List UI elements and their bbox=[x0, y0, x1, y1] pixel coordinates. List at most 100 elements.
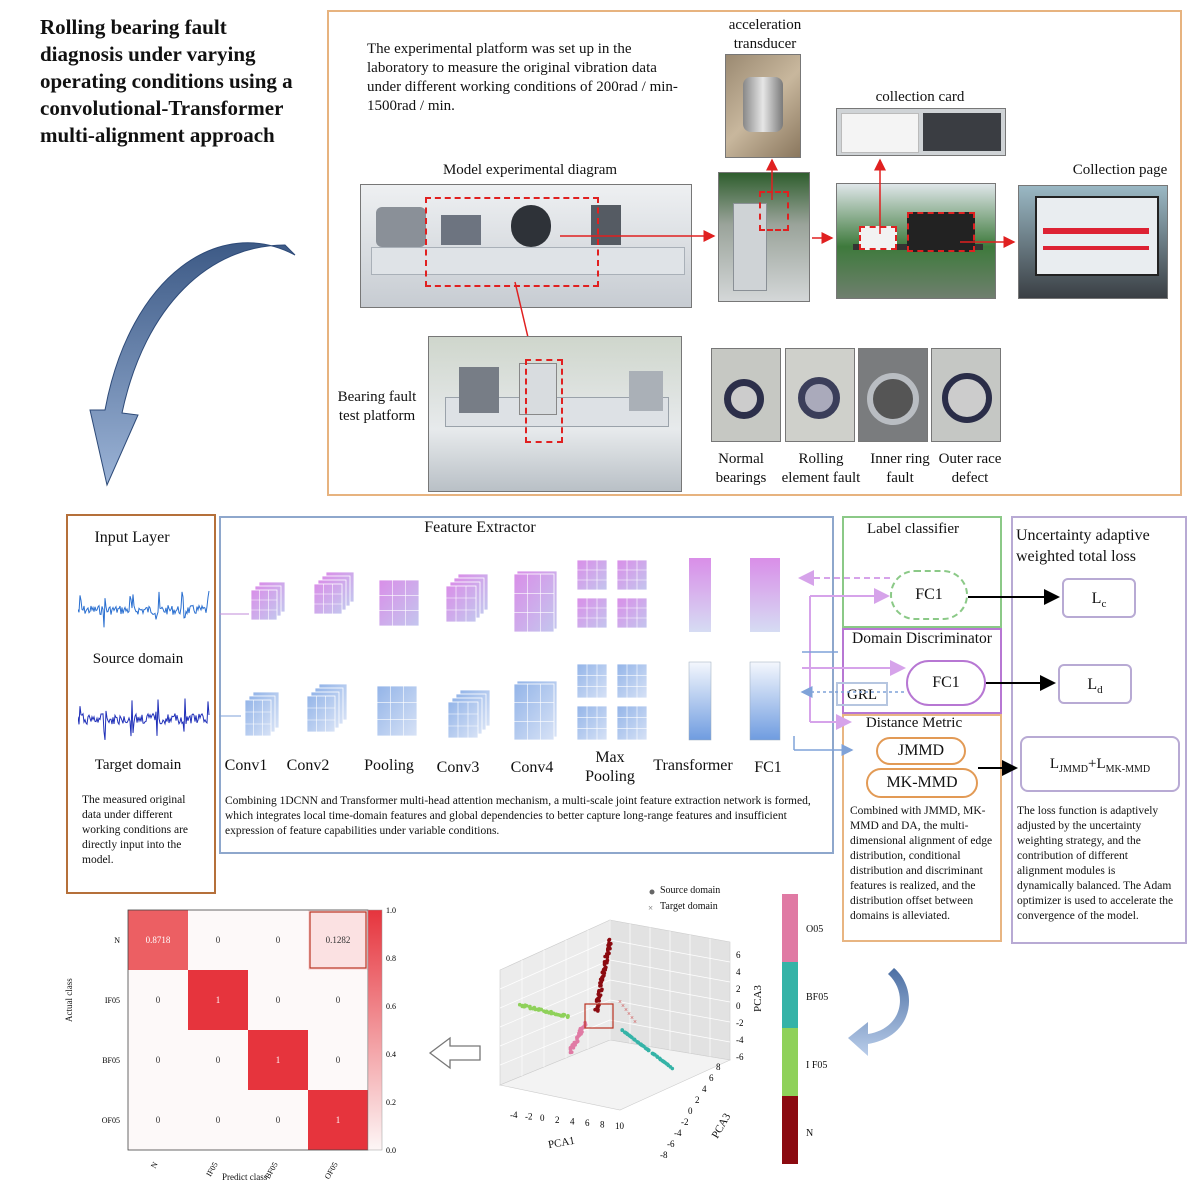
cm-cell-value: 0 bbox=[276, 1115, 281, 1125]
feature-map bbox=[576, 705, 608, 741]
cm-cell bbox=[128, 1090, 188, 1150]
pca-highlight bbox=[584, 1003, 614, 1029]
layer-label-conv3: Conv3 bbox=[436, 759, 480, 776]
cm-cell bbox=[128, 1030, 188, 1090]
cm-cell bbox=[248, 970, 308, 1030]
cm-cell-value: 0.8718 bbox=[146, 935, 171, 945]
pca-point bbox=[593, 1007, 597, 1012]
collection-page-photo bbox=[1018, 185, 1168, 299]
pca-point bbox=[603, 954, 607, 959]
pca-ztick: 2 bbox=[736, 984, 741, 994]
grl-box: GRL bbox=[836, 682, 888, 706]
cm-cell bbox=[308, 1090, 368, 1150]
layer-label-conv2: Conv2 bbox=[286, 757, 330, 774]
confusion-xlabel: Predict class bbox=[222, 1172, 268, 1182]
fc1-block-target bbox=[749, 661, 781, 741]
cm-cell bbox=[308, 910, 368, 970]
cm-cell-value: 0 bbox=[216, 1055, 221, 1065]
pca-legend-source: Source domain bbox=[660, 885, 721, 896]
cm-cell bbox=[128, 910, 188, 970]
loss-lj-symbol: L bbox=[1049, 756, 1060, 772]
cm-cell-value: 0 bbox=[216, 935, 221, 945]
cm-cell-value: 0 bbox=[336, 995, 341, 1005]
cm-colorbar-tick: 0.6 bbox=[386, 1002, 396, 1011]
input-layer-panel bbox=[66, 514, 216, 894]
domain-discriminator-title: Domain Discriminator bbox=[852, 630, 992, 647]
class-label-bf05: BF05 bbox=[806, 992, 829, 1003]
cm-cell-value: 0 bbox=[156, 1115, 161, 1125]
feature-map bbox=[576, 559, 608, 591]
cm-cell-value: 0 bbox=[216, 1115, 221, 1125]
cm-cell bbox=[188, 970, 248, 1030]
loss-note: The loss function is adaptively adjusted… bbox=[1017, 805, 1174, 922]
loss-ld: Ld bbox=[1058, 664, 1132, 704]
curved-arrow-left-icon bbox=[89, 242, 296, 487]
pca-point bbox=[657, 1056, 662, 1061]
pca-xtick: 10 bbox=[615, 1121, 625, 1131]
pca-point bbox=[594, 999, 599, 1003]
layer-label-pooling: Pooling bbox=[364, 757, 414, 774]
fault-label-rolling: Rolling element fault bbox=[781, 451, 861, 486]
pca-ytick: -8 bbox=[660, 1150, 668, 1160]
pca-point bbox=[606, 943, 610, 948]
feature-map bbox=[576, 597, 608, 629]
loss-ld-sub: d bbox=[1097, 684, 1103, 697]
feature-map bbox=[513, 683, 555, 741]
pca-xtick: 2 bbox=[555, 1115, 560, 1125]
layer-label-fc1: FC1 bbox=[754, 759, 782, 776]
cm-cell bbox=[128, 970, 188, 1030]
jmmd-pill: JMMD bbox=[876, 737, 966, 765]
pca-point bbox=[532, 1005, 537, 1010]
pca-ytick: 6 bbox=[709, 1073, 714, 1083]
pca-ytick: 8 bbox=[716, 1062, 721, 1072]
loss-panel bbox=[1011, 516, 1187, 944]
pca-point bbox=[646, 1048, 651, 1052]
pca-xtick: 0 bbox=[540, 1113, 545, 1123]
collection-card-label: collection card bbox=[875, 89, 965, 105]
pca-target-mark: × bbox=[627, 1010, 631, 1018]
fault-label-inner: Inner ring fault bbox=[870, 451, 930, 486]
bearing-fault-platform-label: Bearing fault test platform bbox=[337, 389, 417, 424]
feature-map bbox=[306, 695, 336, 733]
cm-cell bbox=[188, 910, 248, 970]
platform-description: The experimental platform was set up in … bbox=[367, 41, 678, 114]
feature-map bbox=[445, 585, 477, 623]
pca-target-mark: × bbox=[621, 1002, 625, 1010]
pca-xtick: -4 bbox=[510, 1110, 518, 1120]
class-colorbar bbox=[782, 894, 798, 1164]
cm-colorbar-tick: 1.0 bbox=[386, 906, 396, 915]
cm-cell bbox=[248, 910, 308, 970]
pca-ytick: 2 bbox=[695, 1095, 700, 1105]
pca-target-mark: × bbox=[633, 1018, 637, 1026]
loss-joint: LJMMD+LMK-MMD bbox=[1020, 736, 1180, 792]
bearing-platform-photo bbox=[428, 336, 682, 492]
rolling-element-photo bbox=[785, 348, 855, 442]
cm-colorbar-tick: 0.2 bbox=[386, 1098, 396, 1107]
cm-cell-value: 1 bbox=[276, 1055, 281, 1065]
loss-lm-sub: MK-MMD bbox=[1105, 764, 1151, 775]
feature-map bbox=[513, 573, 555, 633]
cm-col-label: OF05 bbox=[323, 1161, 340, 1181]
loss-lj-sub: JMMD bbox=[1059, 764, 1088, 775]
pca-ytick: -6 bbox=[667, 1139, 675, 1149]
pca-target-mark: × bbox=[618, 998, 622, 1006]
collection-card-photo bbox=[836, 108, 1006, 156]
pca-point bbox=[620, 1028, 624, 1032]
domain-discriminator-fc1: FC1 bbox=[906, 660, 986, 706]
pca-point bbox=[596, 1009, 600, 1013]
label-classifier-panel bbox=[842, 516, 1002, 628]
pca-ztick: 4 bbox=[736, 967, 741, 977]
pca-ytick: 0 bbox=[688, 1106, 693, 1116]
pca-target-mark: × bbox=[630, 1014, 634, 1022]
curved-arrow-right-icon bbox=[848, 968, 910, 1056]
loss-ld-symbol: L bbox=[1087, 676, 1098, 693]
outer-race-photo bbox=[931, 348, 1001, 442]
pca-point bbox=[600, 970, 605, 975]
pca-ztick: -2 bbox=[736, 1018, 744, 1028]
cm-col-label: N bbox=[149, 1160, 160, 1170]
page-title: Rolling bearing fault diagnosis under va… bbox=[40, 15, 293, 147]
cm-cell bbox=[308, 1030, 368, 1090]
layer-label-max-pooling: Max Pooling bbox=[585, 749, 635, 785]
pca-ztick: -4 bbox=[736, 1035, 744, 1045]
